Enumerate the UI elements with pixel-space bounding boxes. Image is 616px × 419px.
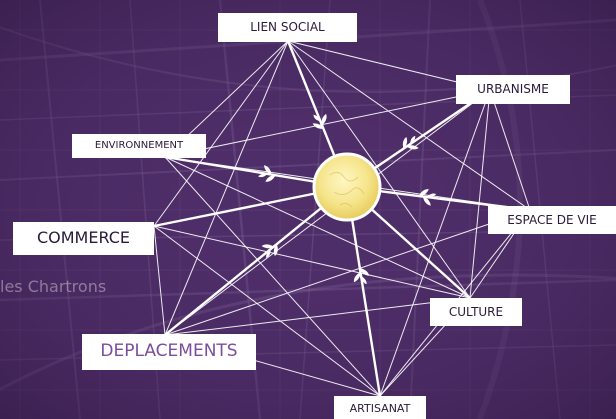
edge-com-cul <box>153 225 471 299</box>
edge-urb-esp <box>489 89 531 211</box>
center-node <box>312 152 382 222</box>
sprout-icon <box>392 131 424 160</box>
spoke-dep <box>164 186 348 336</box>
edge-com-dep <box>153 225 166 336</box>
spoke-art <box>345 186 382 397</box>
edge-lien-cul <box>287 40 471 299</box>
node-lien-social: LIEN SOCIAL <box>218 13 357 42</box>
node-artisanat: ARTISANAT <box>334 396 426 419</box>
node-deplacements: DEPLACEMENTS <box>82 334 256 370</box>
sprout-icon <box>256 163 284 186</box>
node-environnement: ENVIRONNEMENT <box>72 134 206 158</box>
edge-urb-env <box>164 89 491 158</box>
edge-urb-cul <box>469 89 491 299</box>
node-commerce: COMMERCE <box>13 222 154 255</box>
node-urbanisme: URBANISME <box>456 75 570 104</box>
map-district-label: les Chartrons <box>0 277 107 296</box>
edge-com-art <box>153 225 381 397</box>
edge-esp-dep <box>164 209 531 336</box>
edge-lien-com <box>153 40 289 227</box>
edge-env-art <box>164 156 381 397</box>
center-texture <box>329 171 365 208</box>
node-culture: CULTURE <box>430 298 522 326</box>
edge-lien-esp <box>287 40 531 211</box>
edge-env-cul <box>164 156 471 299</box>
sprout-icon <box>308 109 335 139</box>
sprout-icon <box>349 259 372 288</box>
edge-cul-dep <box>164 297 471 336</box>
edge-lien-dep <box>164 40 289 336</box>
node-espace-de-vie: ESPACE DE VIE <box>488 206 616 234</box>
